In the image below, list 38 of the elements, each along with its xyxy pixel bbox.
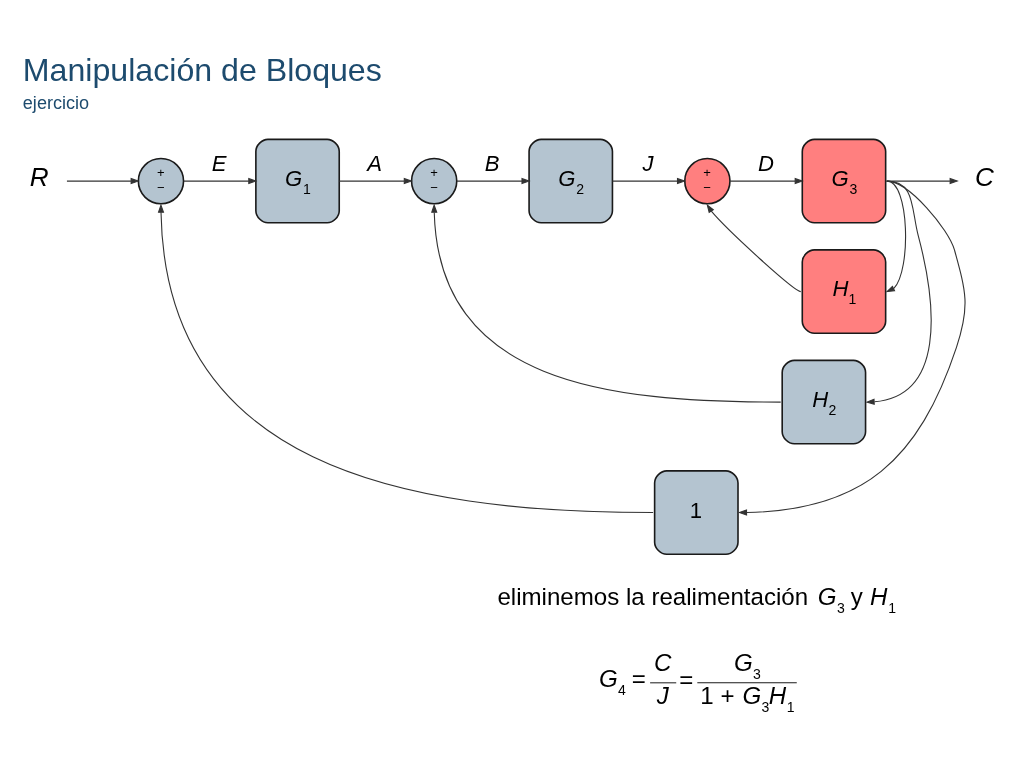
label: eliminemos la realimentación G$_{3}$ y H$_{1}$ <box>497 582 896 616</box>
arrow <box>729 177 804 185</box>
label: G$_{4}$ = <box>598 665 646 699</box>
node-box: G$_{2}$ <box>528 138 614 224</box>
arrow <box>456 177 531 185</box>
arrow <box>885 177 959 185</box>
edge-label: A <box>367 150 383 176</box>
node-text: R <box>29 162 49 193</box>
node-text: C <box>975 162 994 193</box>
edge-label: D <box>758 150 775 176</box>
arrow <box>183 177 258 185</box>
arrow <box>737 180 966 516</box>
node-box: 1 <box>653 470 739 556</box>
diagram-title: Manipulación de Bloques <box>22 51 382 88</box>
label: G$_{3}$ <box>733 648 761 682</box>
node-box: G$_{1}$ <box>255 138 341 224</box>
caption: ejercicio <box>22 92 90 113</box>
label: = <box>679 666 694 694</box>
arrow <box>338 177 413 185</box>
arrow <box>611 177 687 185</box>
arrow <box>66 177 140 185</box>
node-circle: + − <box>683 157 731 205</box>
edge-label: B <box>484 150 500 176</box>
node-box: G$_{3}$ <box>801 138 887 224</box>
arrow <box>885 180 907 293</box>
node-box: H$_{2}$ <box>781 359 867 445</box>
edge-label: E <box>211 150 227 176</box>
label: J <box>656 682 669 710</box>
node-circle: + − <box>137 157 185 205</box>
arrow <box>431 203 782 403</box>
node-box: H$_{1}$ <box>801 249 887 335</box>
label: C <box>654 648 672 676</box>
edge-label: J <box>642 150 654 176</box>
arrow <box>706 203 802 293</box>
arrow <box>157 203 654 514</box>
node-circle: + − <box>410 157 458 205</box>
label: 1 + G$_{3}$H$_{1}$ <box>700 682 795 716</box>
arrow <box>865 180 932 405</box>
